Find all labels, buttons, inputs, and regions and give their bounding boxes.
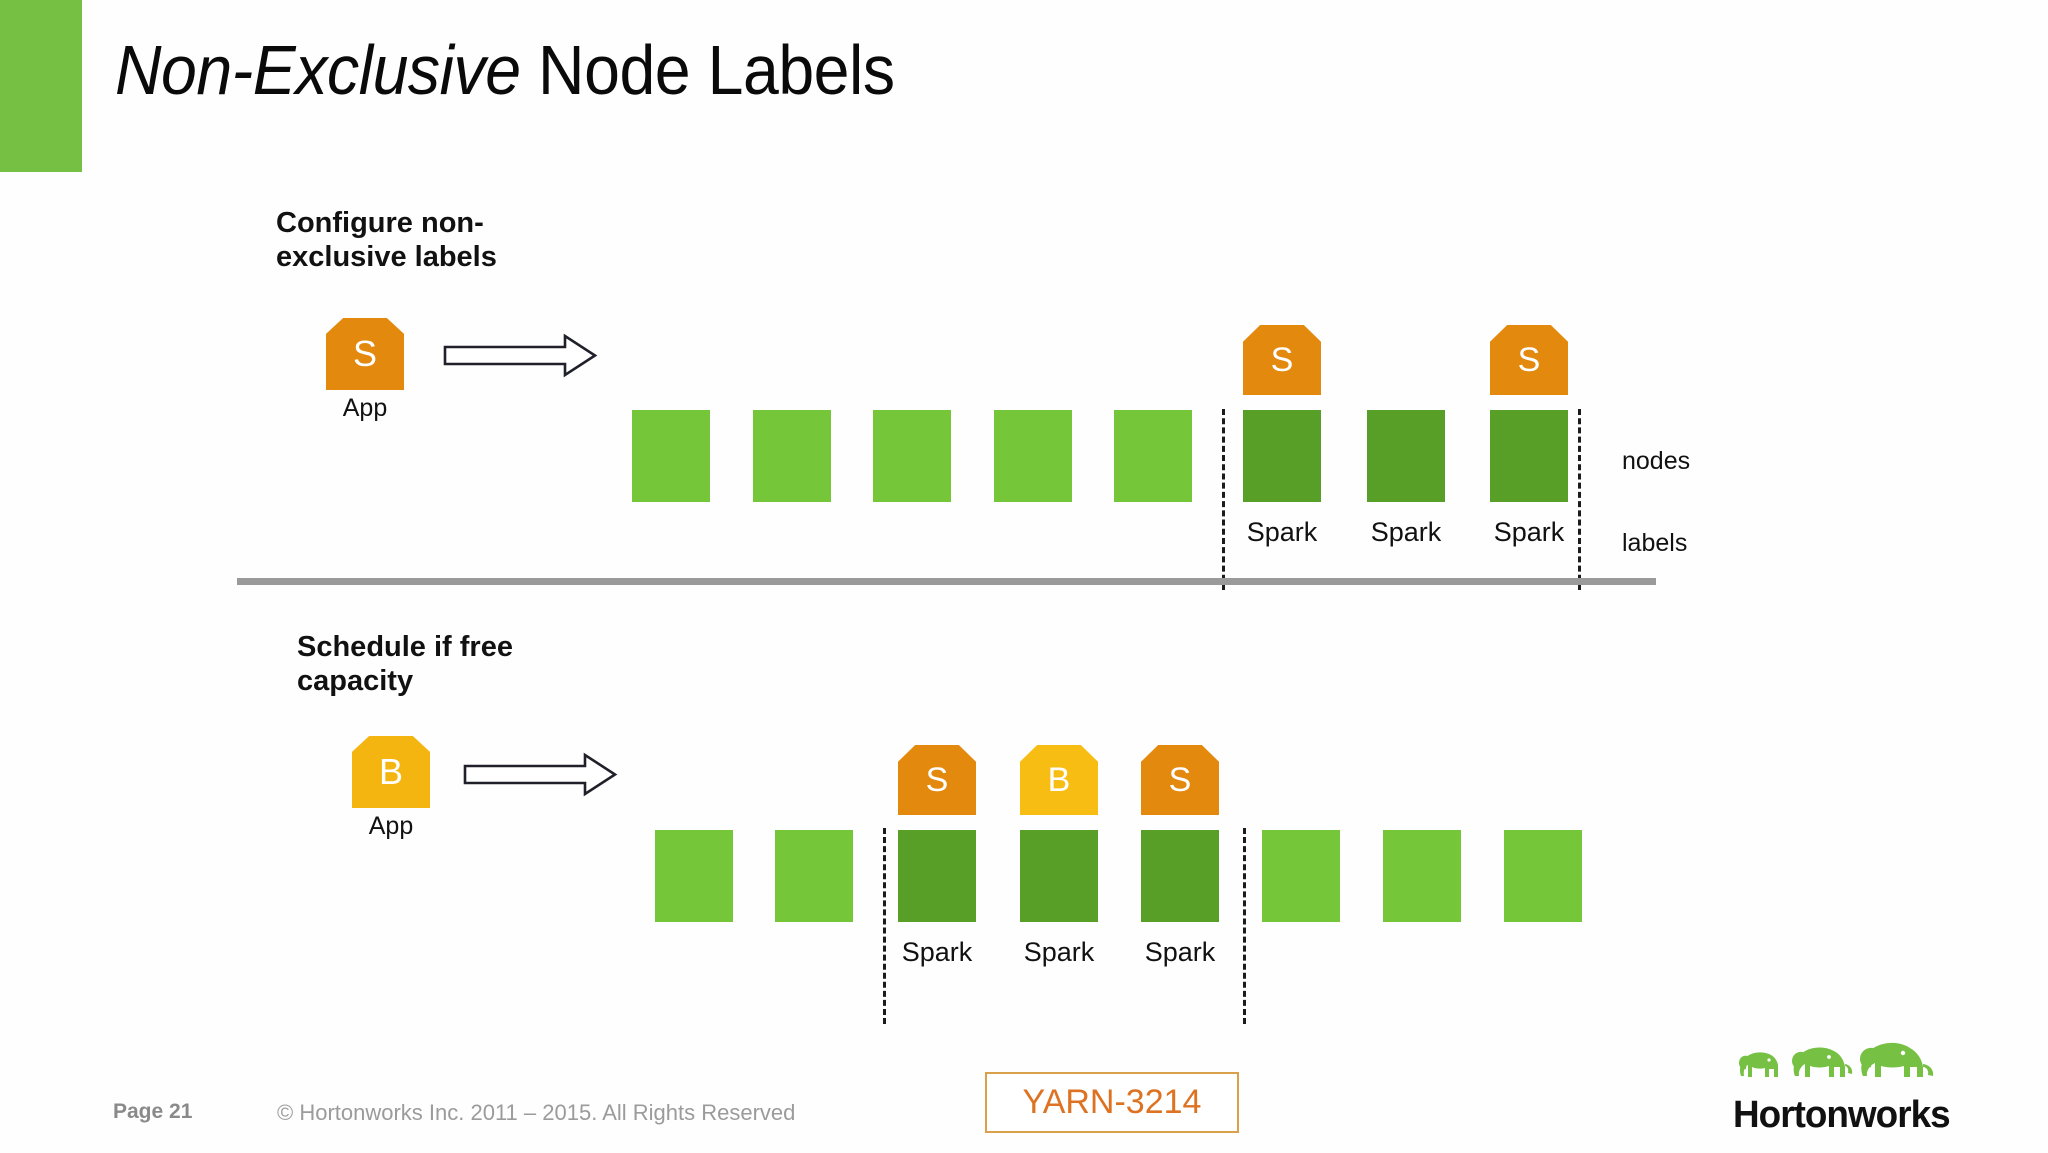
- elephants-icon: [1739, 1042, 1934, 1077]
- node-label-spark: Spark: [1023, 937, 1095, 967]
- app-tag-configure: S App: [326, 318, 404, 423]
- side-label-nodes: nodes: [1622, 447, 1691, 475]
- page-number: Page 21: [113, 1100, 193, 1123]
- node-square-light: [775, 830, 853, 922]
- jira-ticket-badge[interactable]: YARN-3214: [985, 1072, 1239, 1133]
- node-square-light: [753, 410, 831, 502]
- title-italic-part: Non-Exclusive: [115, 31, 521, 109]
- node-tag-letter: B: [1047, 761, 1071, 799]
- title-accent-bar: [0, 0, 82, 172]
- logo-wordmark: Hortonworks: [1733, 1094, 1951, 1136]
- node-label-spark: Spark: [901, 937, 973, 967]
- app-tag-caption: App: [342, 394, 388, 422]
- page-title: Non-Exclusive Node Labels: [115, 31, 895, 109]
- node-square-dark: [1490, 410, 1568, 502]
- app-tag-schedule: B App: [352, 736, 430, 841]
- section-divider: [237, 578, 1656, 585]
- node-square-light: [632, 410, 710, 502]
- node-label-spark: Spark: [1493, 517, 1565, 547]
- node-square-dark: [1367, 410, 1445, 502]
- side-label-labels: labels: [1622, 529, 1688, 557]
- node-tag-letter: S: [925, 761, 949, 799]
- title-regular-part: Node Labels: [520, 31, 895, 109]
- node-tag-b: B: [1020, 745, 1098, 815]
- node-label-spark: Spark: [1246, 517, 1318, 547]
- hortonworks-logo: Hortonworks: [1733, 1036, 1978, 1136]
- node-square-light: [1504, 830, 1582, 922]
- copyright-text: © Hortonworks Inc. 2011 – 2015. All Righ…: [277, 1100, 796, 1125]
- section-heading-configure: Configure non-exclusive labels: [276, 207, 497, 273]
- node-tag-s: S: [1490, 325, 1568, 395]
- node-square-dark: [1141, 830, 1219, 922]
- node-square-light: [873, 410, 951, 502]
- node-tag-s: S: [898, 745, 976, 815]
- app-tag-caption: App: [368, 812, 414, 840]
- label-partition-dash-left: [1222, 409, 1225, 590]
- node-label-spark: Spark: [1144, 937, 1216, 967]
- node-square-light: [994, 410, 1072, 502]
- right-arrow-icon-configure: [443, 333, 598, 383]
- label-partition-dash-left: [883, 828, 886, 1024]
- node-square-dark: [898, 830, 976, 922]
- app-tag-shape-b: B: [352, 736, 430, 808]
- node-tag-letter: S: [1270, 341, 1294, 379]
- node-tag-s: S: [1141, 745, 1219, 815]
- node-square-light: [1114, 410, 1192, 502]
- node-label-spark: Spark: [1370, 517, 1442, 547]
- section-heading-schedule: Schedule if free capacity: [297, 631, 513, 697]
- right-arrow-icon-schedule: [463, 752, 618, 802]
- label-partition-dash-right: [1578, 409, 1581, 590]
- jira-ticket-label: YARN-3214: [1022, 1083, 1202, 1121]
- node-square-light: [1262, 830, 1340, 922]
- node-tag-letter: S: [1168, 761, 1192, 799]
- node-tag-s: S: [1243, 325, 1321, 395]
- app-tag-letter: B: [378, 751, 403, 792]
- node-square-light: [655, 830, 733, 922]
- node-square-dark: [1243, 410, 1321, 502]
- label-partition-dash-right: [1243, 828, 1246, 1024]
- node-square-dark: [1020, 830, 1098, 922]
- app-tag-shape-s: S: [326, 318, 404, 390]
- node-tag-letter: S: [1517, 341, 1541, 379]
- node-square-light: [1383, 830, 1461, 922]
- app-tag-letter: S: [352, 333, 377, 374]
